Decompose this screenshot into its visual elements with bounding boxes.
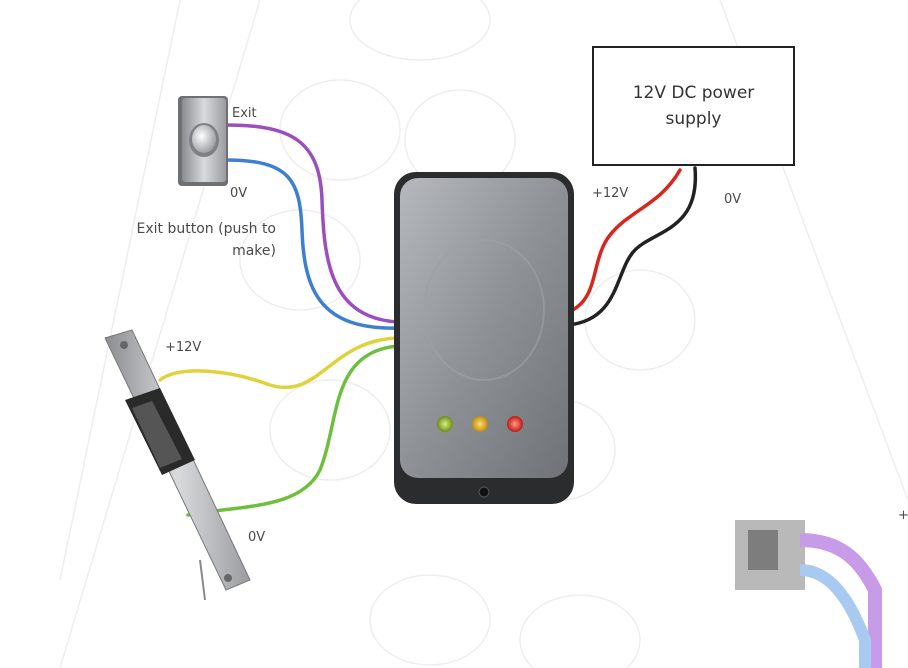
supply-positive-label: +12V	[592, 186, 629, 201]
card-reader	[394, 172, 574, 504]
supply-negative-wire	[566, 166, 698, 327]
power-supply-box: 12V DC power supply	[592, 46, 795, 166]
lock-zero-volt-label: 0V	[248, 530, 266, 545]
lock-zero-wire	[186, 344, 400, 517]
exit-button-caption: Exit button (push to make)	[136, 221, 276, 259]
exit-terminal-label: Exit	[232, 106, 257, 121]
edge-fragment-label: +	[898, 508, 908, 523]
zero-volt-exit-wire	[224, 158, 400, 330]
led-amber	[472, 416, 488, 432]
wires	[158, 123, 698, 517]
cropped-connector-fragment	[735, 520, 882, 668]
supply-zero-volt-label: 0V	[724, 192, 742, 207]
supply-positive-wire	[566, 168, 682, 314]
lock-positive-wire	[158, 336, 400, 389]
led-green	[437, 416, 453, 432]
electric-strike-lock	[104, 329, 251, 601]
exit-wire	[224, 123, 400, 324]
power-supply-label: 12V DC power supply	[632, 83, 755, 129]
exit-button	[178, 96, 228, 186]
exit-zero-volt-label: 0V	[230, 186, 248, 201]
led-red	[507, 416, 523, 432]
lock-positive-label: +12V	[165, 340, 202, 355]
